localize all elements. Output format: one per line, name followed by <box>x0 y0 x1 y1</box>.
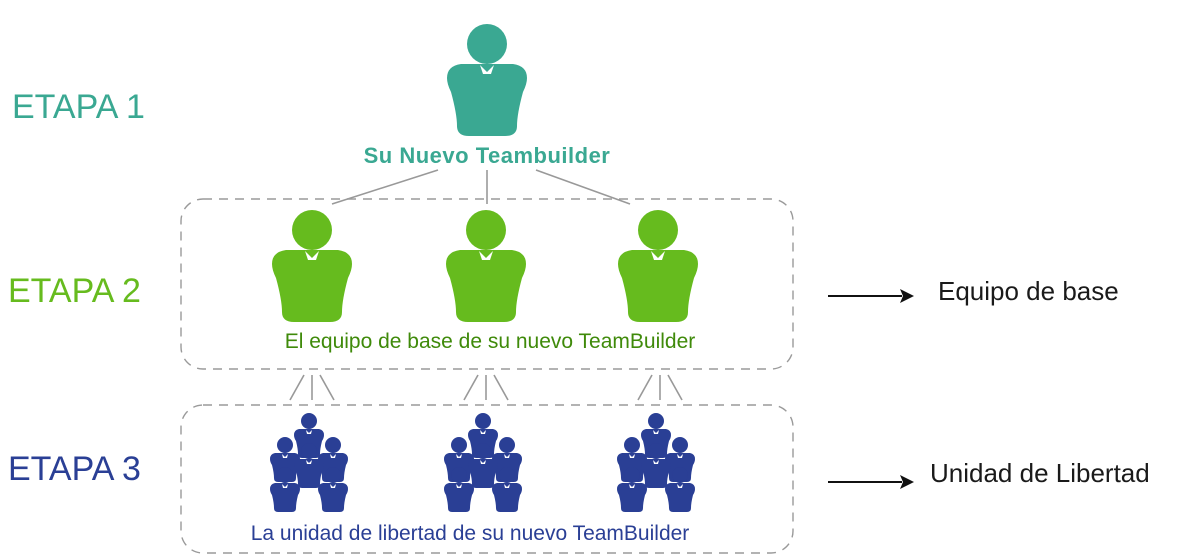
arrow-right-icon <box>828 475 914 489</box>
connector-line <box>667 374 683 401</box>
connector-line <box>493 374 509 401</box>
group-icon <box>270 413 348 512</box>
person-icon <box>272 210 352 322</box>
person-icon <box>446 210 526 322</box>
stage-1-caption: Su Nuevo Teambuilder <box>363 143 611 168</box>
base-team-person-icons <box>272 210 698 322</box>
connector-line <box>637 374 653 401</box>
stage-3-label: ETAPA 3 <box>8 450 141 488</box>
connector-line <box>319 374 335 401</box>
group-icon <box>617 413 695 512</box>
stage-3-caption: La unidad de libertad de su nuevo TeamBu… <box>250 522 690 545</box>
freedom-unit-frame <box>180 404 794 554</box>
stage-1-label: ETAPA 1 <box>12 88 145 126</box>
base-team-frame <box>180 198 794 370</box>
teambuilder-person-icon <box>447 24 527 136</box>
stage-2-label: ETAPA 2 <box>8 272 141 310</box>
base-team-side-label: Equipo de base <box>938 276 1119 306</box>
arrow-right-icon <box>828 289 914 303</box>
stage-2-caption: El equipo de base de su nuevo TeamBuilde… <box>284 330 696 353</box>
connector-line <box>289 374 305 401</box>
connector-line <box>463 374 479 401</box>
group-icon <box>444 413 522 512</box>
connectors-stage2 <box>289 374 683 401</box>
freedom-unit-side-label: Unidad de Libertad <box>930 458 1150 488</box>
freedom-unit-group-icons <box>270 413 695 512</box>
connector-line <box>535 169 631 205</box>
person-icon <box>618 210 698 322</box>
